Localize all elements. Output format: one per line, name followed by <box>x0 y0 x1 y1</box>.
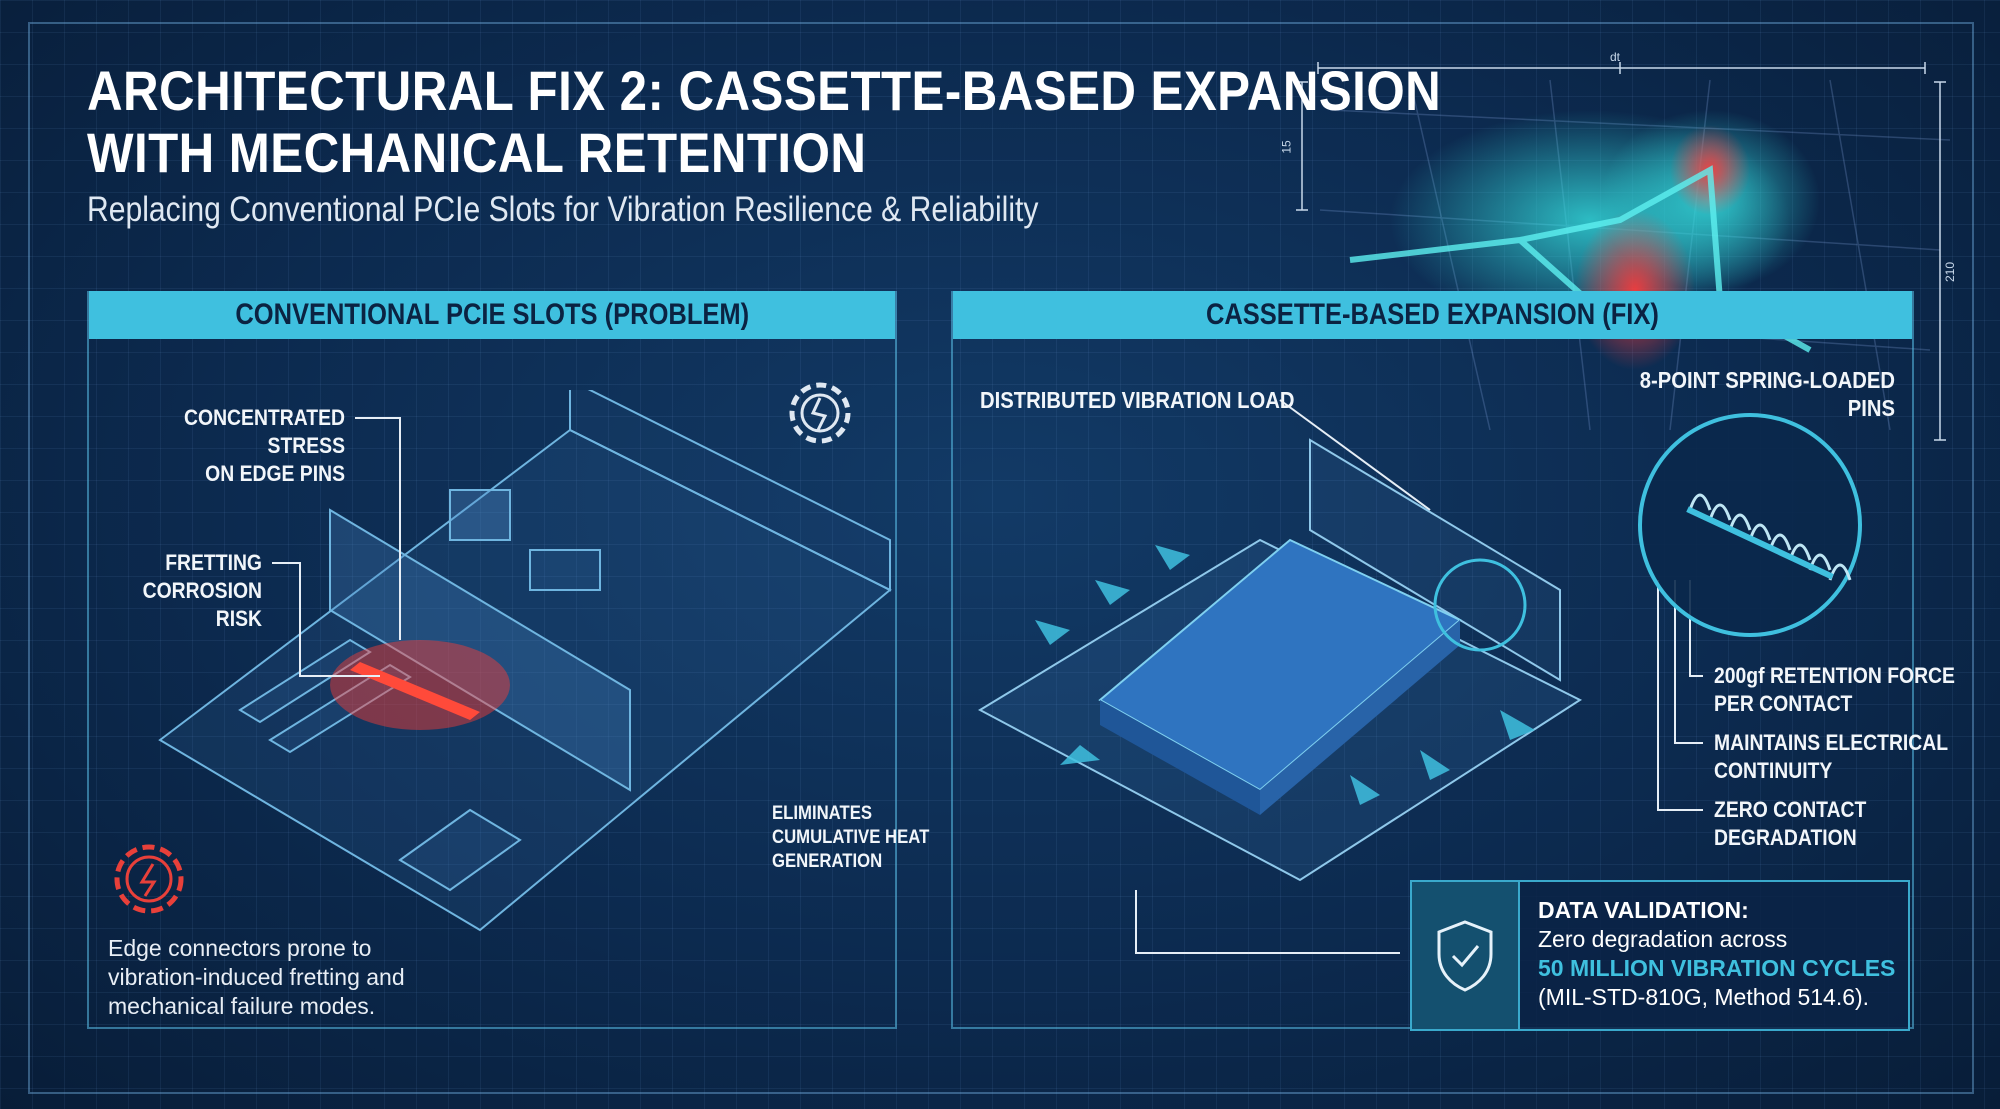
fix-panel: CASSETTE-BASED EXPANSION (FIX) <box>951 291 1914 1029</box>
validation-line-1: Zero degradation across <box>1538 926 1788 952</box>
shield-check-icon <box>1412 882 1520 1029</box>
fix-panel-heading: CASSETTE-BASED EXPANSION (FIX) <box>953 291 1912 339</box>
callout-distributed-load: DISTRIBUTED VIBRATION LOAD <box>980 387 1295 413</box>
dimension-label-top: dt <box>1610 50 1621 64</box>
validation-title: DATA VALIDATION: <box>1538 897 1749 923</box>
page-subtitle: Replacing Conventional PCIe Slots for Vi… <box>87 190 1039 229</box>
problem-panel: CONVENTIONAL PCIE SLOTS (PROBLEM) <box>87 291 897 1029</box>
validation-standard: (MIL-STD-810G, Method 514.6). <box>1538 984 1870 1010</box>
validation-highlight: 50 MILLION VIBRATION CYCLES <box>1538 955 1896 981</box>
outer-frame <box>28 22 1974 1094</box>
page-title: ARCHITECTURAL FIX 2: CASSETTE-BASED EXPA… <box>87 60 1441 184</box>
cassette-illustration <box>977 438 1583 882</box>
callout-spring-pins: 8-POINT SPRING-LOADED PINS <box>1639 367 1895 421</box>
title-line-1: ARCHITECTURAL FIX 2: CASSETTE-BASED EXPA… <box>87 59 1442 122</box>
problem-panel-heading: CONVENTIONAL PCIE SLOTS (PROBLEM) <box>89 291 895 339</box>
data-validation-box: DATA VALIDATION: Zero degradation across… <box>1410 880 1910 1031</box>
pcie-motherboard-illustration <box>158 390 892 932</box>
spring-pins-magnifier <box>1638 413 1862 637</box>
title-line-2: WITH MECHANICAL RETENTION <box>87 121 867 184</box>
warning-gear-icon <box>114 844 184 914</box>
broken-gear-icon <box>789 382 851 444</box>
